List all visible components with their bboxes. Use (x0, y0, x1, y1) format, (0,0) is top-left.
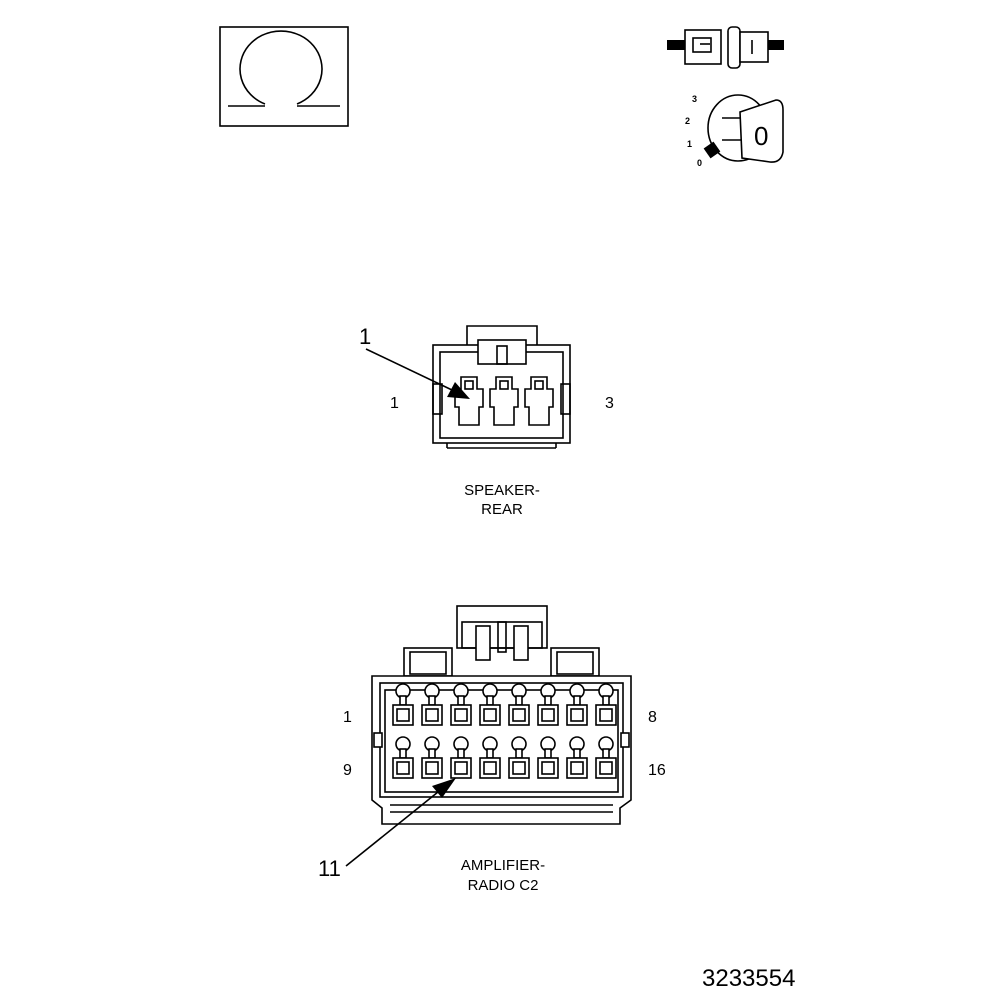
amp-cavity (537, 736, 559, 779)
amp-callout-arrowhead (432, 778, 456, 798)
speaker-cavities (454, 376, 554, 426)
amp-cavity (566, 683, 588, 726)
amp-cavities (392, 683, 617, 779)
connector-disconnect-icon (667, 26, 784, 69)
key-position-marker (703, 141, 721, 159)
ohmmeter-icon (219, 26, 349, 127)
amp-cavity (595, 736, 617, 779)
speaker-cavity (489, 376, 519, 426)
amp-cavity (450, 736, 472, 779)
amp-pin-1: 1 (343, 709, 352, 726)
ignition-key-icon: 0 3 2 1 0 (685, 94, 784, 168)
speaker-callout-line (365, 348, 453, 391)
speaker-callout-number: 1 (359, 324, 371, 349)
amp-callout-line (345, 791, 439, 867)
amp-callout-number: 11 (318, 856, 341, 881)
amp-cavity (566, 736, 588, 779)
amp-cavity (392, 736, 414, 779)
key-position-2: 2 (685, 116, 690, 126)
amp-cavity (537, 683, 559, 726)
amplifier-radio-connector (371, 605, 632, 825)
amp-pin-16: 16 (648, 762, 666, 779)
amp-pin-8: 8 (648, 709, 657, 726)
speaker-caption-line1: SPEAKER- (464, 482, 540, 499)
amp-cavity (595, 683, 617, 726)
speaker-pin-right: 3 (605, 395, 614, 412)
amp-housing (371, 675, 632, 825)
amp-cavity (421, 683, 443, 726)
speaker-pin-left: 1 (390, 395, 399, 412)
amp-pin-9: 9 (343, 762, 352, 779)
speaker-callout-arrowhead (447, 382, 470, 399)
key-position-0: 0 (697, 158, 702, 168)
key-position-3: 3 (692, 94, 697, 104)
amp-cavity (508, 683, 530, 726)
amp-cavity (479, 736, 501, 779)
speaker-latch (477, 339, 527, 365)
speaker-caption-line2: REAR (481, 501, 523, 518)
ohmmeter-frame (219, 26, 349, 127)
amp-caption-line1: AMPLIFIER- (461, 857, 545, 874)
amp-cavity (421, 736, 443, 779)
amp-cavity (479, 683, 501, 726)
amp-cavity-panel (384, 689, 619, 793)
amp-cavity (392, 683, 414, 726)
speaker-latch-outer (466, 325, 538, 345)
amp-caption-line2: RADIO C2 (468, 877, 539, 894)
key-mark-label: 0 (754, 121, 768, 151)
speaker-cavity (524, 376, 554, 426)
figure-number: 3233554 (702, 965, 795, 992)
amp-cavity (508, 736, 530, 779)
key-position-1: 1 (687, 139, 692, 149)
amp-latch (456, 605, 548, 649)
omega-arc (239, 30, 323, 105)
amp-cavity (450, 683, 472, 726)
